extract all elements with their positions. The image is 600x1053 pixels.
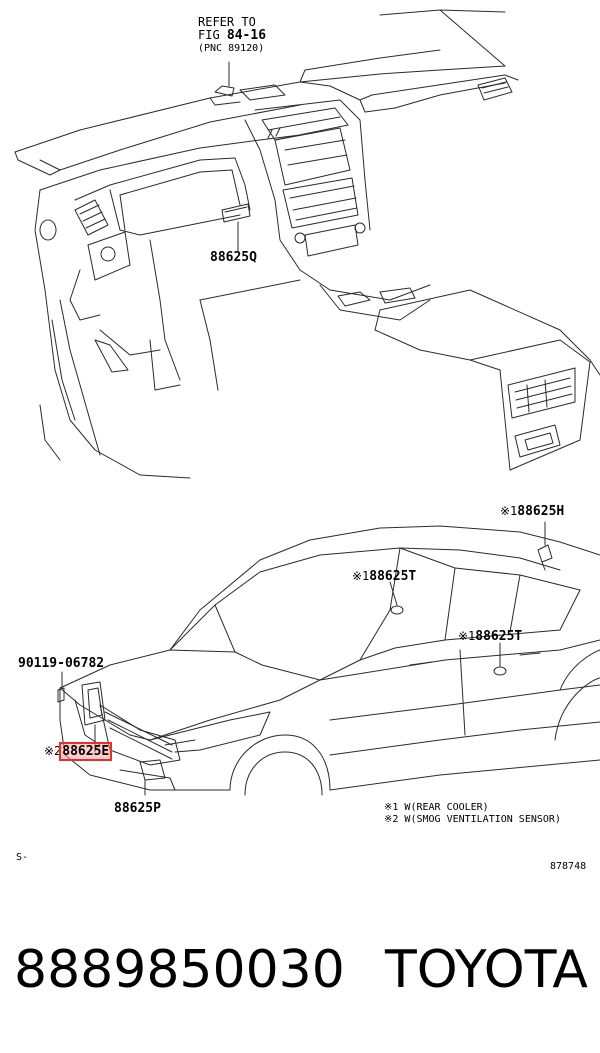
part-label-88625h[interactable]: ※188625H <box>500 504 565 519</box>
part-code: 88625T <box>475 629 523 644</box>
dashboard-drawing <box>14 9 600 479</box>
car-drawing <box>57 525 600 796</box>
footer-part-number: 8889850030 <box>14 940 345 1000</box>
note-marker: ※2 <box>44 744 62 758</box>
note-line-2: ※2 W(SMOG VENTILATION SENSOR) <box>384 814 561 825</box>
note-line-1: ※1 W(REAR COOLER) <box>384 802 489 813</box>
note-marker: ※1 <box>458 629 476 643</box>
note-marker: ※1 <box>500 504 518 518</box>
refer-note-line2: FIG 84-16 <box>198 28 267 43</box>
part-label-88625t-upper[interactable]: ※188625T <box>352 569 417 584</box>
note-marker: ※1 <box>352 569 370 583</box>
footer-brand: TOYOTA <box>385 940 588 1000</box>
part-label-88625t-lower[interactable]: ※188625T <box>458 629 523 644</box>
part-h-shape <box>537 544 553 563</box>
part-label-90119-06782[interactable]: 90119-06782 <box>18 656 105 671</box>
refer-note-fig-link[interactable]: 84-16 <box>226 28 267 43</box>
part-t-lower-shape <box>493 666 507 676</box>
part-label-88625q[interactable]: 88625Q <box>210 250 257 265</box>
part-label-88625e[interactable]: ※288625E <box>44 742 113 761</box>
refer-note-prefix: FIG <box>198 28 227 42</box>
corner-code-right: 878748 <box>550 861 587 872</box>
part-code: 88625H <box>517 504 565 519</box>
part-label-88625p[interactable]: 88625P <box>114 801 161 816</box>
refer-note-line1: REFER TO <box>198 15 256 29</box>
part-code: 88625T <box>369 569 417 584</box>
refer-note-line3: (PNC 89120) <box>198 43 265 54</box>
highlighted-part-code: 88625E <box>59 742 113 761</box>
part-t-upper-shape <box>390 605 404 615</box>
corner-code-left: S- <box>16 852 29 863</box>
